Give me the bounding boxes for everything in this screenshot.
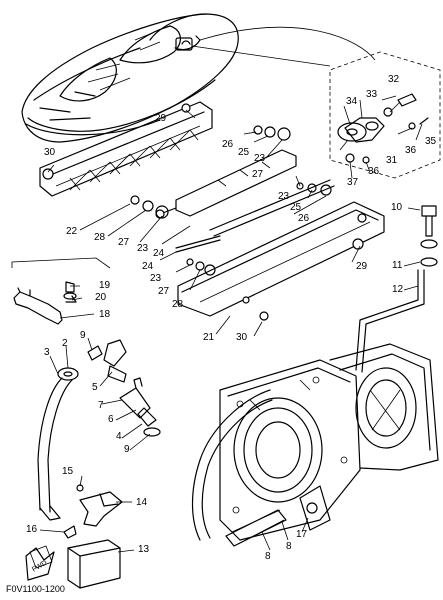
callout-34: 34 [346, 96, 358, 107]
callout-36-b: 36 [368, 166, 380, 177]
callout-21: 21 [203, 332, 215, 343]
callout-10: 10 [391, 202, 403, 213]
middle-rail [155, 149, 335, 237]
callout-14: 14 [136, 497, 148, 508]
lower-plate [177, 201, 385, 321]
figure-code: F0V1100-1200 [6, 584, 65, 594]
callout-9-a: 9 [80, 330, 86, 341]
callout-27-c: 27 [158, 286, 170, 297]
washers-upper [253, 125, 332, 196]
callout-5: 6 [108, 414, 114, 425]
callout-26-a: 26 [222, 139, 234, 150]
callout-25-a: 25 [238, 147, 250, 158]
callout-23-c: 23 [137, 243, 149, 254]
callout-24-a: 24 [153, 248, 165, 259]
callout-13: 13 [138, 544, 150, 555]
callout-7: 8 [286, 541, 292, 552]
callout-18: 18 [99, 309, 111, 320]
callout-35: 35 [425, 136, 437, 147]
callout-20: 20 [95, 292, 107, 303]
leader-lines [39, 95, 423, 553]
callout-6: 7 [98, 400, 104, 411]
callout-19: 19 [99, 280, 111, 291]
callout-12: 12 [392, 284, 404, 295]
jet-pump-housing [219, 343, 439, 541]
callout-9-b: 9 [124, 444, 130, 455]
callout-27-b: 27 [118, 237, 130, 248]
drain-plug [420, 205, 438, 267]
callout-1: 2 [62, 338, 68, 349]
callout-29-top: 29 [155, 113, 167, 124]
callout-28-b: 28 [172, 299, 184, 310]
callout-37: 37 [347, 177, 359, 188]
callout-25-b: 25 [290, 202, 302, 213]
callout-36-a: 36 [405, 145, 417, 156]
callout-3: 4 [116, 431, 122, 442]
inset-bracket [11, 257, 111, 325]
fwd-arrow-icon [25, 547, 55, 581]
callout-23-d: 23 [150, 273, 162, 284]
callout-29-b: 29 [356, 261, 368, 272]
callout-33: 33 [366, 89, 378, 100]
callout-23-a: 23 [254, 153, 266, 164]
pipe-system [37, 339, 161, 521]
callout-32: 32 [388, 74, 400, 85]
detail-box-drain [329, 51, 441, 179]
callout-22: 22 [66, 226, 78, 237]
callout-17: 17 [296, 529, 308, 540]
callout-15: 15 [62, 466, 74, 477]
battery-bracket [29, 484, 123, 589]
callout-31: 31 [386, 155, 398, 166]
callout-16: 16 [26, 524, 38, 535]
watercraft-illustration [21, 13, 239, 143]
callout-4: 5 [92, 382, 98, 393]
callout-11: 11 [392, 260, 403, 271]
callout-26-b: 26 [298, 213, 310, 224]
callout-24-b: 24 [142, 261, 154, 272]
upper-plate [39, 101, 213, 197]
callout-28-a: 28 [94, 232, 106, 243]
callout-8: 8 [265, 551, 271, 562]
callout-23-b: 23 [278, 191, 290, 202]
callout-30-b: 30 [236, 332, 248, 343]
callout-30-top: 30 [44, 147, 56, 158]
callout-27-a: 27 [252, 169, 264, 180]
callout-2: 3 [44, 347, 50, 358]
